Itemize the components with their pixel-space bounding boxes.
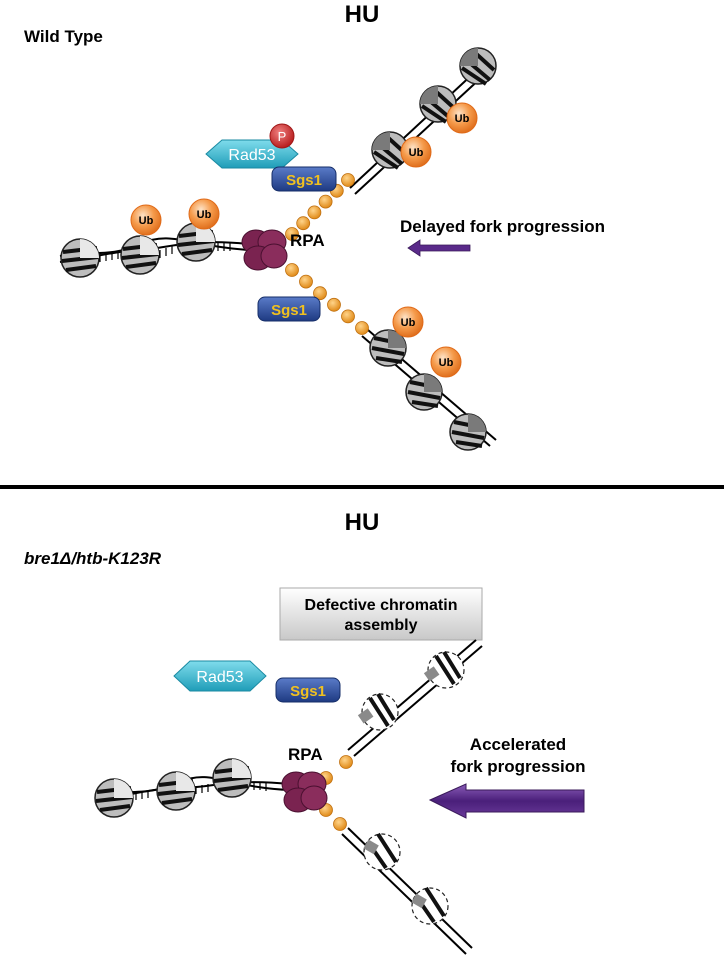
ssdna-bead-strands [285, 173, 369, 335]
sgs1-helicase: Sgs1 [257, 296, 321, 322]
ssdna-bead [296, 216, 311, 231]
defective-nucleosome [411, 886, 449, 925]
ssdna-bead [341, 173, 355, 187]
ssdna-bead [307, 205, 322, 220]
accelerated-label-line-2: fork progression [450, 757, 585, 776]
defective-chromatin-banner: Defective chromatin assembly [279, 587, 483, 641]
large-progression-arrow [428, 783, 585, 819]
svg-text:Ub: Ub [439, 357, 454, 369]
mutant-label: bre1Δ/htb-K123R [24, 549, 162, 568]
banner-line-1: Defective chromatin [305, 597, 458, 614]
rad53-label: Rad53 [228, 147, 275, 164]
daughter-nucleosome [405, 373, 443, 411]
defective-nucleosome [363, 832, 401, 871]
parental-nucleosome [94, 778, 134, 818]
parental-nucleosome [212, 758, 252, 798]
ubiquitin-marker: Ub [446, 102, 478, 134]
defective-nucleosome [423, 650, 465, 689]
lower-daughter-strand-b [341, 833, 467, 955]
ubiquitin-marker: Ub [130, 204, 162, 236]
sgs1-label: Sgs1 [271, 302, 307, 319]
phosphate-marker: P [269, 123, 295, 149]
sgs1-label: Sgs1 [290, 683, 326, 700]
dna-hatching [99, 243, 231, 262]
parental-nucleosome [156, 771, 196, 811]
ubiquitin-marker: Ub [430, 346, 462, 378]
ubiquitin-marker: Ub [392, 306, 424, 338]
ssdna-bead [333, 817, 347, 831]
rpa-label: RPA [290, 231, 325, 250]
svg-text:P: P [278, 129, 287, 144]
ssdna-bead [313, 286, 327, 301]
daughter-nucleosome [459, 47, 497, 86]
rpa-complex [241, 229, 288, 271]
rad53-label: Rad53 [196, 669, 243, 686]
ssdna-bead [299, 274, 313, 289]
svg-text:Ub: Ub [409, 147, 424, 159]
daughter-nucleosome [371, 131, 409, 170]
wild-type-label: Wild Type [24, 27, 103, 46]
daughter-nucleosome [419, 85, 457, 124]
small-progression-arrow [407, 239, 471, 257]
parental-nucleosome [176, 222, 216, 262]
ubiquitin-marker: Ub [188, 198, 220, 230]
daughter-nucleosome [369, 329, 407, 367]
top-panel: HU Wild Type Ub Ub [24, 1, 605, 451]
rpa-complex [281, 771, 328, 813]
ubiquitin-marker: Ub [400, 136, 432, 168]
top-panel-title: HU [345, 1, 380, 28]
ssdna-bead [339, 755, 353, 769]
svg-text:Ub: Ub [197, 209, 212, 221]
banner-line-2: assembly [345, 617, 418, 634]
ssdna-bead [285, 263, 299, 277]
rpa-label: RPA [288, 745, 323, 764]
rad53-kinase: Rad53 [205, 139, 299, 169]
svg-text:Ub: Ub [401, 317, 416, 329]
ssdna-bead [318, 194, 333, 209]
ssdna-bead [285, 227, 299, 241]
parental-nucleosome [60, 238, 100, 278]
parental-nucleosome [120, 235, 160, 275]
accelerated-label-line-1: Accelerated [470, 735, 566, 754]
bottom-panel: HU bre1Δ/htb-K123R Defective chromatin a… [24, 509, 586, 955]
ssdna-bead [355, 321, 369, 335]
sgs1-label: Sgs1 [286, 172, 322, 189]
defective-nucleosome [357, 692, 399, 731]
delayed-progression-label: Delayed fork progression [400, 217, 605, 236]
rad53-kinase: Rad53 [173, 660, 267, 692]
sgs1-helicase: Sgs1 [271, 166, 337, 192]
svg-text:Ub: Ub [455, 113, 470, 125]
dna-hatching [135, 782, 267, 800]
daughter-nucleosome [449, 413, 487, 451]
panel-divider [0, 485, 724, 489]
bottom-panel-title: HU [345, 509, 380, 536]
sgs1-helicase: Sgs1 [275, 677, 341, 703]
svg-text:Ub: Ub [139, 215, 154, 227]
ssdna-bead [327, 297, 341, 312]
ssdna-bead [341, 309, 355, 324]
